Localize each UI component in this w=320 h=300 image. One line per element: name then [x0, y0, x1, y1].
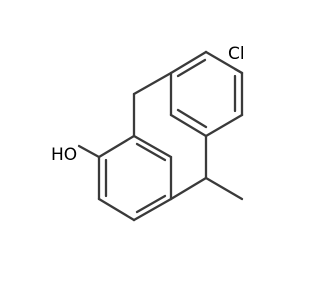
bond-ch2 — [132, 71, 173, 96]
double-bond-inner — [135, 142, 167, 162]
chlorophenyl-ring — [169, 50, 244, 138]
double-bond-inner — [176, 108, 208, 129]
molecule-diagram: HO Cl — [51, 44, 245, 222]
chlorine-label: Cl — [228, 44, 245, 64]
bond-cl — [233, 67, 244, 75]
bond — [204, 113, 244, 138]
double-bond-inner — [135, 194, 167, 214]
isopropyl-group — [169, 134, 244, 201]
hydroxyl-label: HO — [51, 145, 77, 165]
bond — [204, 176, 244, 201]
bond-oh — [77, 144, 101, 159]
bond — [132, 197, 173, 222]
bond — [97, 197, 136, 222]
bond — [97, 134, 136, 159]
bond — [169, 50, 208, 75]
double-bond-inner — [176, 58, 207, 78]
structure-canvas: HO Cl — [51, 44, 245, 222]
phenol-ring — [97, 134, 173, 222]
bond — [169, 113, 208, 138]
bond — [132, 134, 173, 159]
bond — [169, 176, 208, 201]
